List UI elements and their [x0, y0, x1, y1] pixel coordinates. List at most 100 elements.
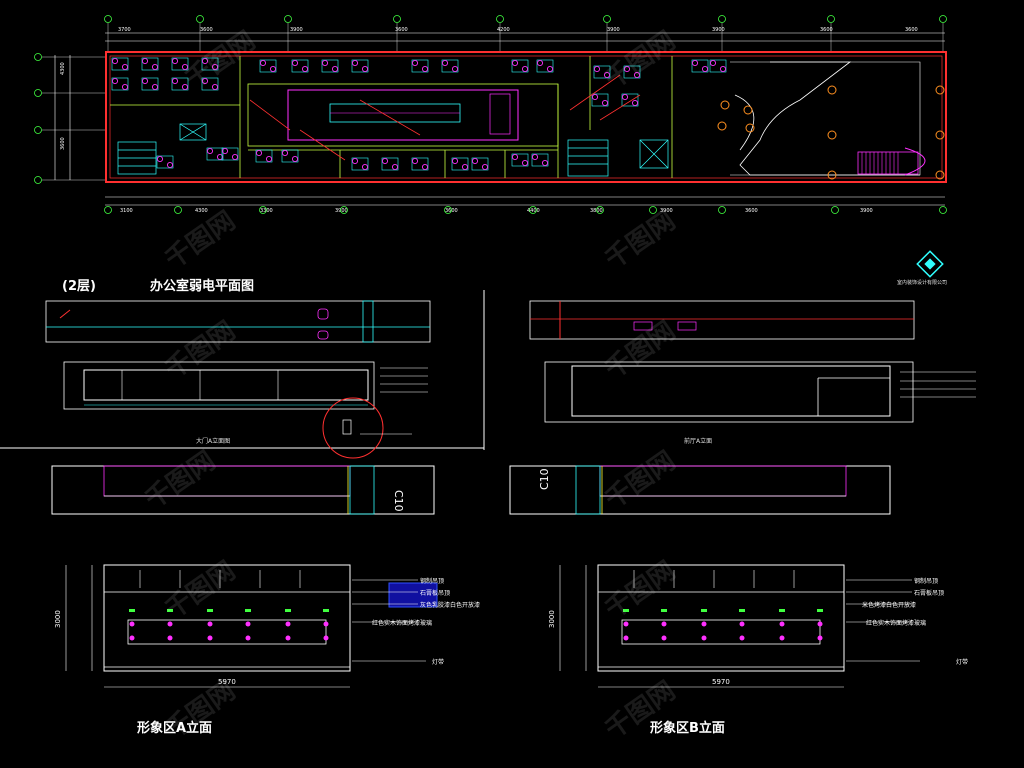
chair-mark: [511, 153, 519, 161]
chair-mark: [631, 99, 639, 107]
chair-mark: [701, 65, 709, 73]
chair-mark: [206, 147, 214, 155]
image-area-b-elevation: [559, 564, 920, 688]
desk-block: [171, 77, 189, 91]
desk-block: [691, 59, 709, 73]
plan-stairwells: [117, 123, 669, 177]
lamp-mount: [817, 609, 823, 612]
chair-mark: [411, 157, 419, 165]
lamp-fixture: [323, 621, 329, 627]
a-light-note: 灯带: [432, 659, 445, 666]
lamp-mount: [661, 609, 667, 612]
b-height-dim: 3000: [548, 610, 556, 628]
chair-mark: [421, 163, 429, 171]
axis-marker-top: [939, 15, 947, 23]
a-note-2: 石膏板吊顶: [420, 590, 451, 597]
b-note-3: 米色烤漆白色开放漆: [862, 602, 917, 609]
logo-caption: 室内装饰设计有限公司: [897, 280, 948, 286]
image-area-b-lamps: [623, 609, 823, 641]
ceiling-light: [935, 170, 945, 180]
plan-bottom-dim-text: 3900: [660, 208, 673, 214]
lamp-fixture: [739, 635, 745, 641]
plan-ceiling-lights: [717, 85, 945, 180]
lamp-mount: [779, 609, 785, 612]
chair-mark: [291, 59, 299, 67]
c10-section-right: [509, 465, 891, 515]
chair-mark: [601, 99, 609, 107]
desk-block: [411, 59, 429, 73]
c10-section-left: [51, 465, 435, 515]
desk-block: [511, 59, 529, 73]
plan-reception-area: [730, 61, 926, 176]
ceiling-light: [745, 123, 755, 133]
chair-mark: [321, 59, 329, 67]
chair-mark: [181, 63, 189, 71]
image-area-b-title: 形象区B立面: [650, 721, 725, 736]
plan-bottom-dim-text: 4400: [527, 208, 540, 214]
desk-block: [709, 59, 727, 73]
lamp-fixture: [661, 635, 667, 641]
chair-mark: [603, 71, 611, 79]
b-light-note: 灯带: [956, 659, 969, 666]
chair-mark: [211, 63, 219, 71]
lamp-fixture: [701, 635, 707, 641]
chair-mark: [451, 65, 459, 73]
image-area-a-elevation: [65, 564, 438, 688]
desk-block: [141, 57, 159, 71]
plan-top-dim-text: 3600: [905, 27, 918, 33]
lamp-mount: [739, 609, 745, 612]
desk-block: [511, 153, 529, 167]
ceiling-light: [827, 170, 837, 180]
chair-mark: [391, 163, 399, 171]
axis-marker-top: [827, 15, 835, 23]
chair-mark: [351, 157, 359, 165]
chair-mark: [255, 149, 263, 157]
chair-mark: [536, 59, 544, 67]
desk-block: [591, 93, 609, 107]
ceiling-light: [717, 121, 727, 131]
chair-mark: [291, 155, 299, 163]
chair-mark: [471, 157, 479, 165]
axis-marker-top: [104, 15, 112, 23]
desk-block: [111, 57, 129, 71]
chair-mark: [171, 57, 179, 65]
chair-mark: [281, 149, 289, 157]
desk-block: [471, 157, 489, 171]
desk-block: [623, 65, 641, 79]
chair-mark: [361, 65, 369, 73]
chair-mark: [451, 157, 459, 165]
chair-mark: [141, 77, 149, 85]
c10-label-right: C10: [538, 468, 551, 490]
lamp-fixture: [167, 621, 173, 627]
lamp-mount: [207, 609, 213, 612]
axis-marker-top: [196, 15, 204, 23]
axis-marker-top: [496, 15, 504, 23]
chair-mark: [171, 77, 179, 85]
chair-mark: [121, 63, 129, 71]
plan-top-dim-text: 3900: [607, 27, 620, 33]
chair-mark: [633, 71, 641, 79]
chair-mark: [461, 163, 469, 171]
lamp-fixture: [323, 635, 329, 641]
chair-mark: [121, 83, 129, 91]
highlight-marker: [388, 582, 438, 608]
axis-marker-bottom: [649, 206, 657, 214]
b-width-dim: 5970: [712, 678, 730, 686]
desk-block: [351, 59, 369, 73]
chair-mark: [546, 65, 554, 73]
desk-block: [111, 77, 129, 91]
desk-block: [411, 157, 429, 171]
lamp-fixture: [661, 621, 667, 627]
plan-workstation-clusters: [111, 57, 727, 171]
desk-block: [255, 149, 273, 163]
plan-conference-room: [287, 89, 519, 141]
chair-mark: [269, 65, 277, 73]
lamp-fixture: [779, 635, 785, 641]
chair-mark: [441, 59, 449, 67]
axis-marker-bottom: [259, 206, 267, 214]
chair-mark: [521, 159, 529, 167]
ceiling-light: [827, 130, 837, 140]
door-elevation-section: [0, 290, 485, 459]
chair-mark: [201, 77, 209, 85]
